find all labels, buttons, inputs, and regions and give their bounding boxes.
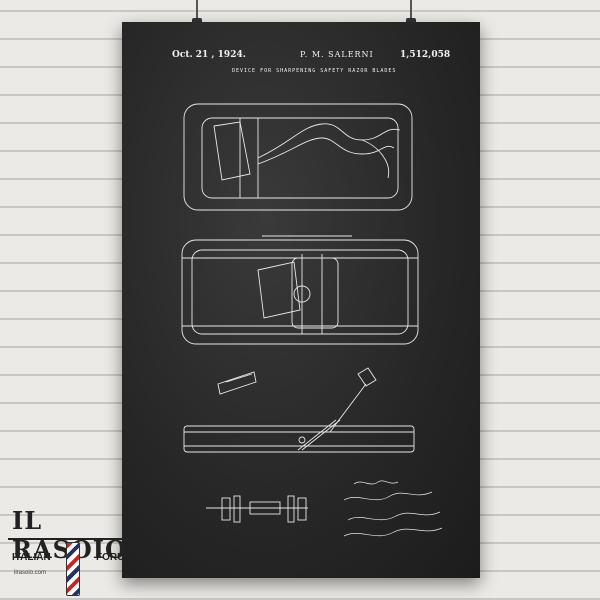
- patent-drawing: [181, 103, 443, 537]
- figure-5-drawing: [217, 371, 257, 395]
- logo-site: ilrasoio.com: [14, 570, 47, 576]
- logo-right-word: FORUM: [96, 552, 133, 563]
- patent-subtitle: DEVICE FOR SHARPENING SAFETY RAZOR BLADE…: [232, 68, 397, 74]
- figure-2-drawing: [181, 235, 419, 345]
- right-hanger-wire: [410, 0, 412, 22]
- figure-6-drawing: [206, 495, 308, 523]
- figure-4-drawing: [329, 367, 377, 433]
- left-hanger-wire: [196, 0, 198, 22]
- inventor-signature: [343, 480, 443, 537]
- inventor-name: P. M. SALERNI: [300, 50, 374, 59]
- patent-poster: Oct. 21 , 1924. P. M. SALERNI 1,512,058 …: [122, 22, 480, 578]
- barber-pole-icon: [66, 542, 80, 596]
- patent-number: 1,512,058: [400, 50, 451, 60]
- logo-divider: [8, 538, 148, 540]
- patent-date: Oct. 21 , 1924.: [172, 50, 246, 60]
- figure-1-drawing: [183, 103, 413, 211]
- il-rasoio-logo: IL RASOIO ITALIAN FORUM ilrasoio.com: [4, 506, 154, 596]
- figure-3-drawing: [183, 419, 415, 453]
- logo-left-word: ITALIAN: [12, 552, 51, 563]
